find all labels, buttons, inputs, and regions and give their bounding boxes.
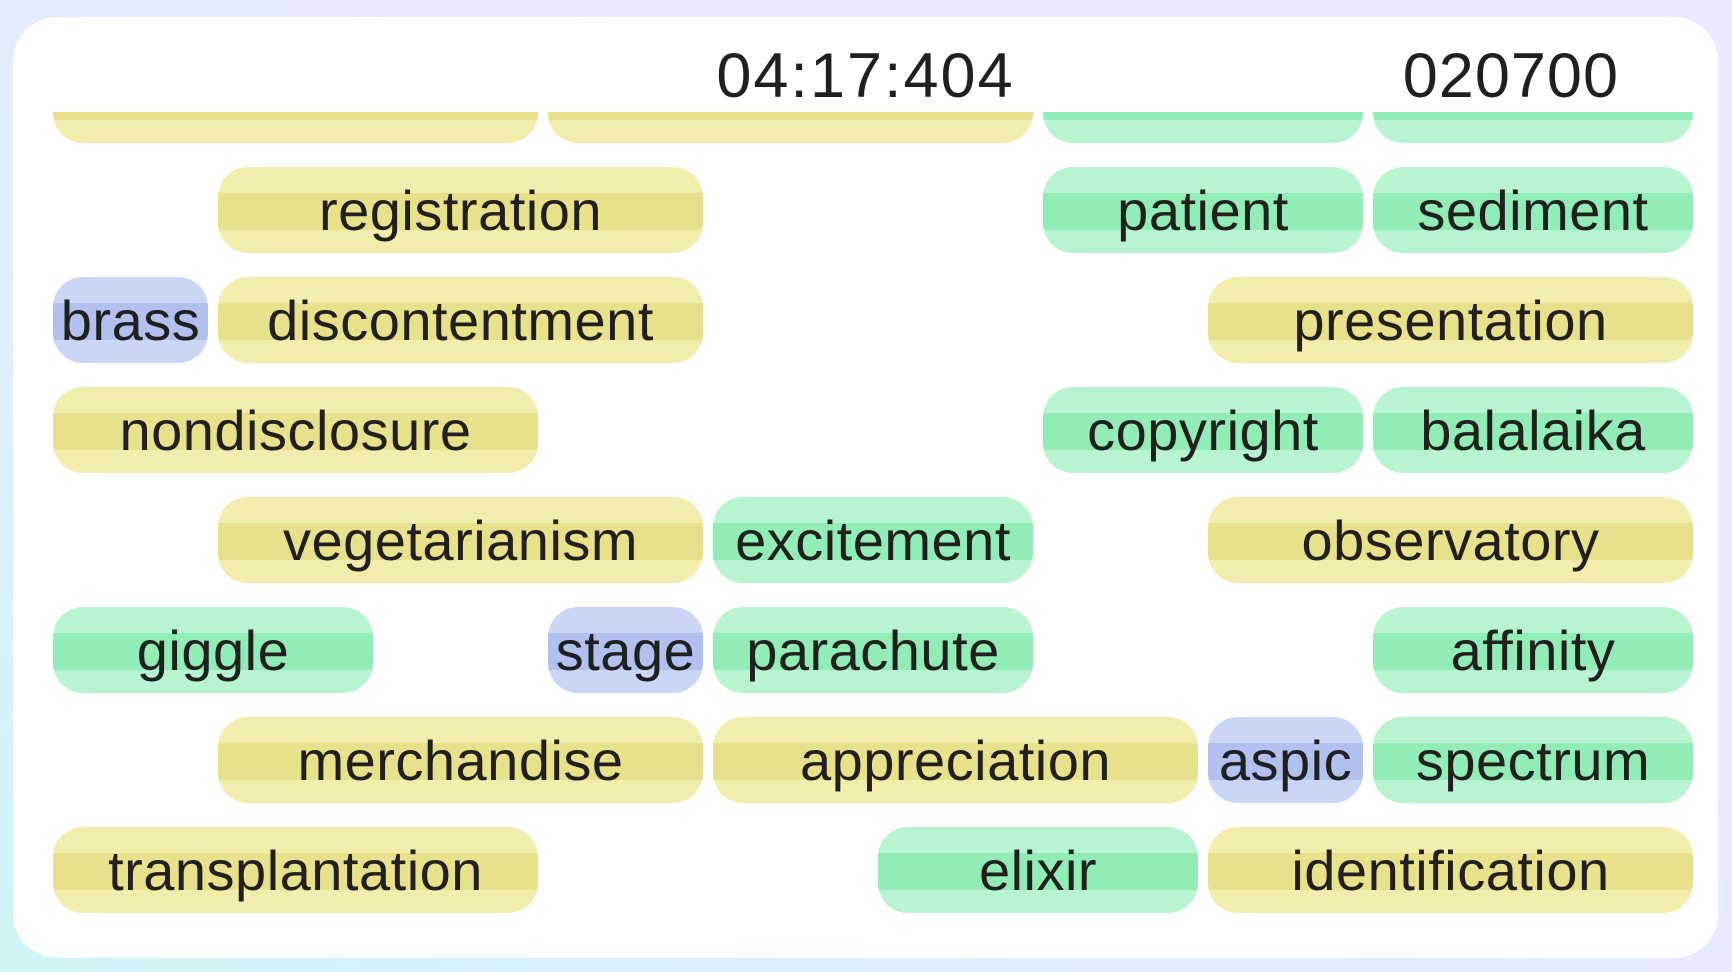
word-pill-clipped[interactable] — [1043, 112, 1363, 143]
word-pill-transplantation[interactable]: transplantation — [53, 827, 538, 913]
word-pill-nondisclosure[interactable]: nondisclosure — [53, 387, 538, 473]
word-pill-stage[interactable]: stage — [548, 607, 703, 693]
word-pill-vegetarianism[interactable]: vegetarianism — [218, 497, 703, 583]
word-pill-balalaika[interactable]: balalaika — [1373, 387, 1693, 473]
word-pill-clipped[interactable] — [548, 112, 1033, 143]
word-pill-clipped[interactable] — [53, 112, 538, 143]
word-pill-merchandise[interactable]: merchandise — [218, 717, 703, 803]
word-pill-brass[interactable]: brass — [53, 277, 208, 363]
word-pill-copyright[interactable]: copyright — [1043, 387, 1363, 473]
timer-display: 04:17:404 — [716, 41, 1015, 111]
score-display: 020700 — [1402, 41, 1619, 111]
word-pill-discontentment[interactable]: discontentment — [218, 277, 703, 363]
word-pill-spectrum[interactable]: spectrum — [1373, 717, 1693, 803]
word-pill-presentation[interactable]: presentation — [1208, 277, 1693, 363]
word-pill-excitement[interactable]: excitement — [713, 497, 1033, 583]
word-pill-registration[interactable]: registration — [218, 167, 703, 253]
word-pill-patient[interactable]: patient — [1043, 167, 1363, 253]
word-pill-parachute[interactable]: parachute — [713, 607, 1033, 693]
word-pill-identification[interactable]: identification — [1208, 827, 1693, 913]
word-pill-clipped[interactable] — [1373, 112, 1693, 143]
word-pill-observatory[interactable]: observatory — [1208, 497, 1693, 583]
header-bar: 04:17:404 020700 — [13, 40, 1718, 120]
word-pill-appreciation[interactable]: appreciation — [713, 717, 1198, 803]
word-pill-elixir[interactable]: elixir — [878, 827, 1198, 913]
word-pill-aspic[interactable]: aspic — [1208, 717, 1363, 803]
word-pill-affinity[interactable]: affinity — [1373, 607, 1693, 693]
word-pill-sediment[interactable]: sediment — [1373, 167, 1693, 253]
word-pill-giggle[interactable]: giggle — [53, 607, 373, 693]
